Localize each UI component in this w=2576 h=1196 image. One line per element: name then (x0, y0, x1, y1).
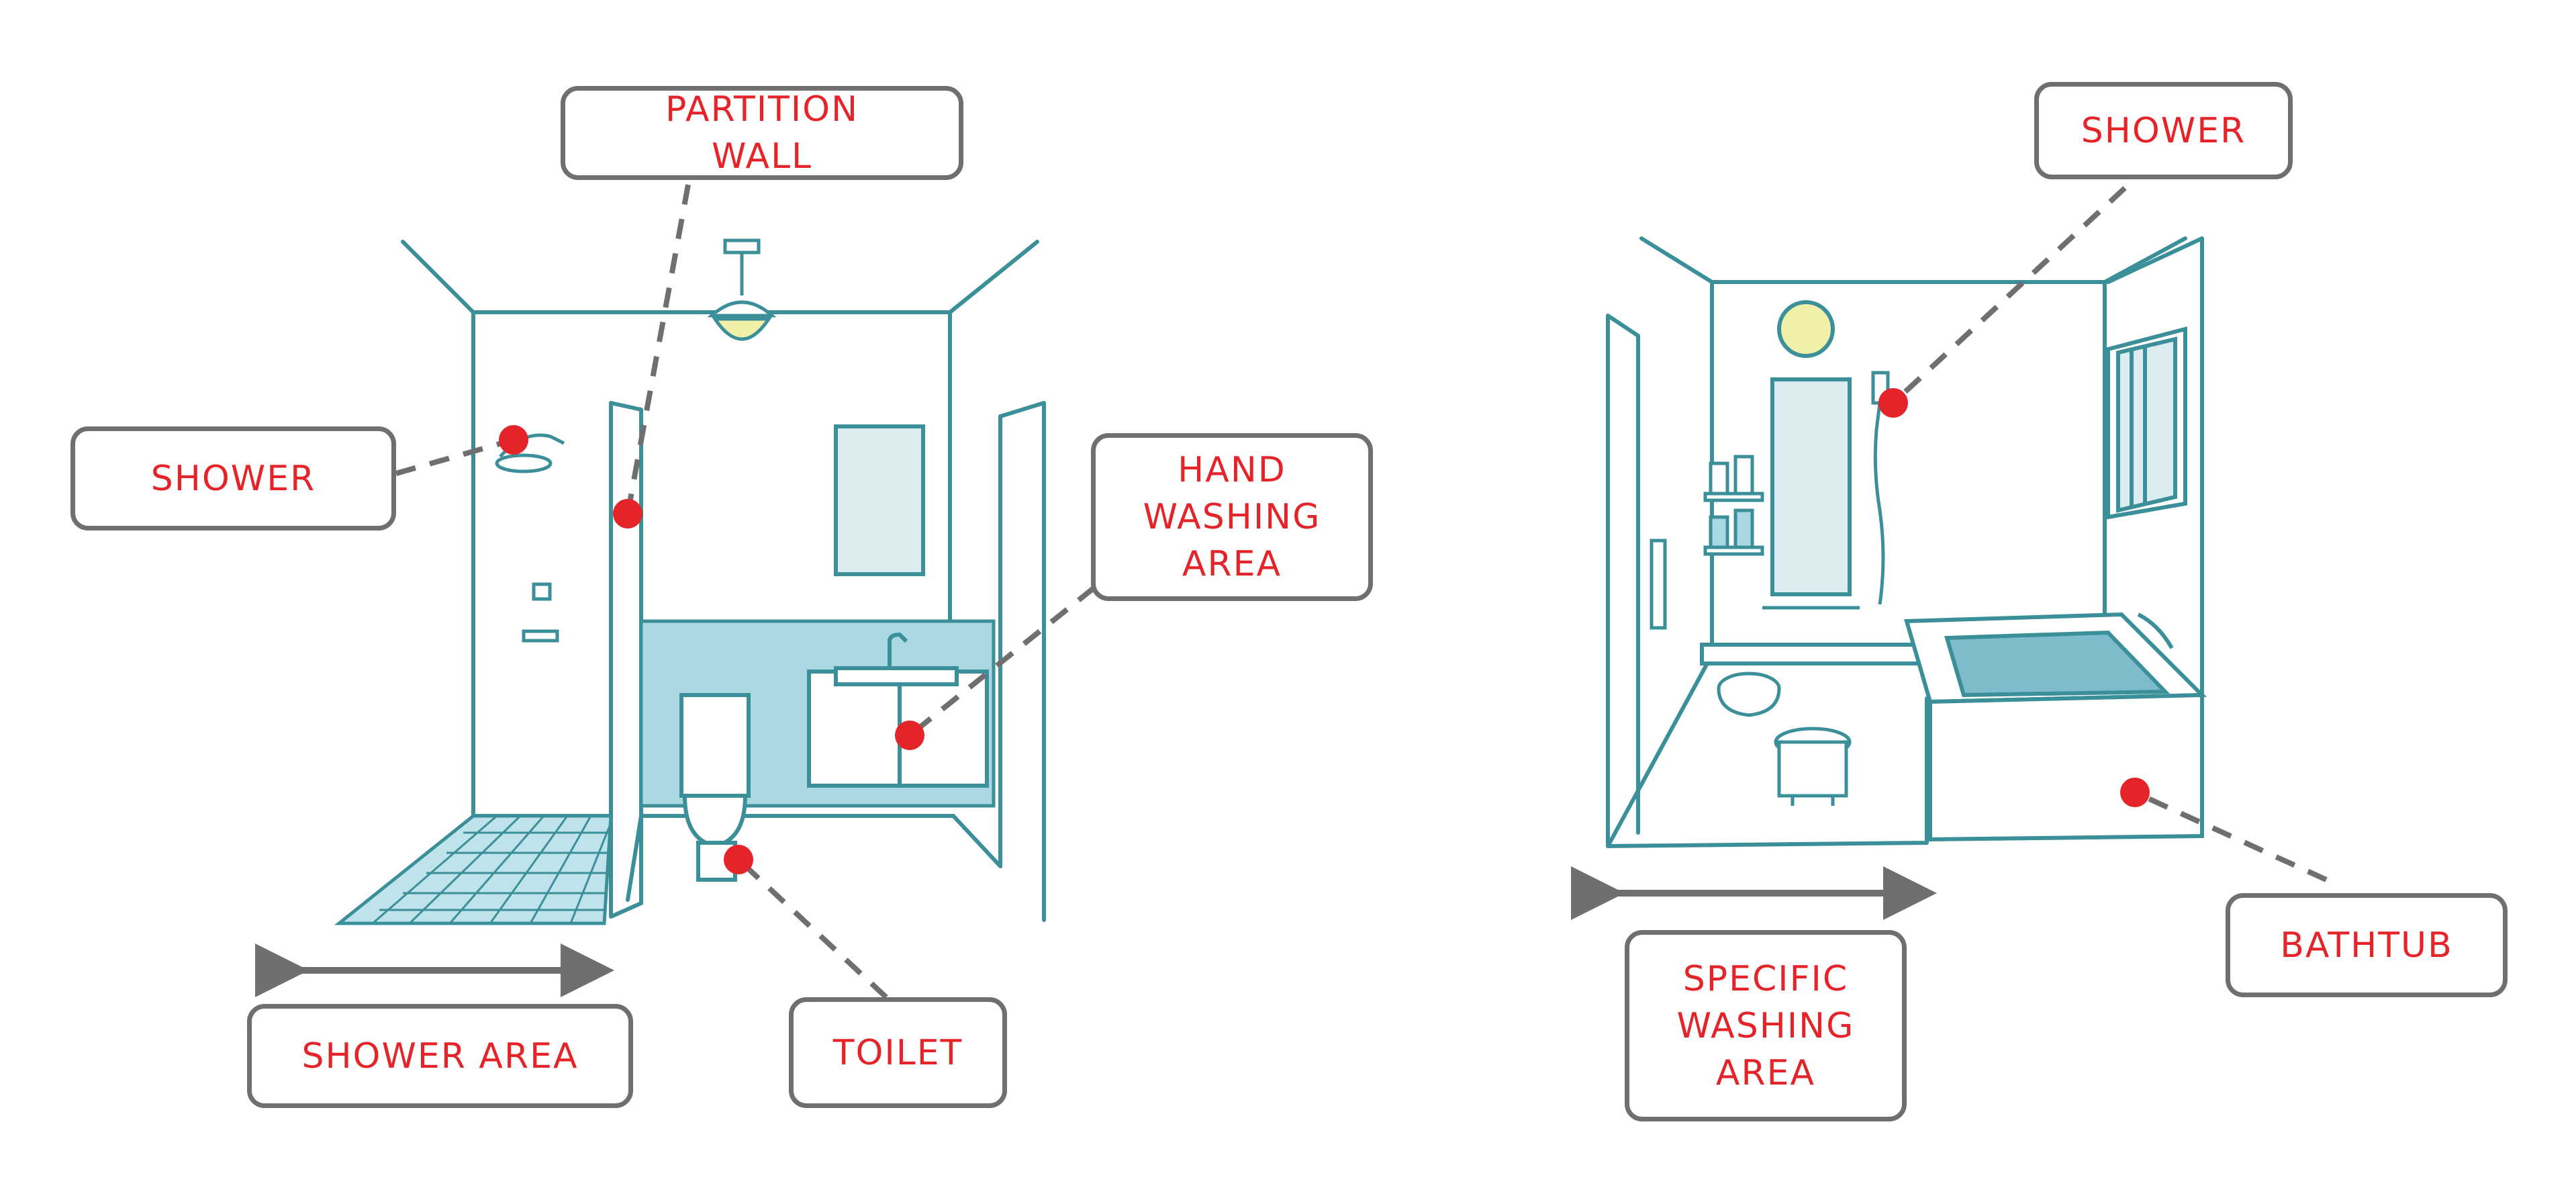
shower-floor-tiles (334, 814, 613, 925)
location-markers (499, 388, 2150, 874)
span-arrows (255, 866, 1937, 997)
left-shower-fixtures (495, 433, 565, 643)
ceiling-lamp (707, 238, 777, 341)
label-left-shower: SHOWER (70, 426, 396, 531)
right-counter (1700, 643, 1925, 665)
right-stool-basin (1717, 672, 1852, 806)
marker-hand-washing (895, 721, 924, 750)
marker-partition-wall (613, 499, 642, 528)
label-toilet: TOILET (789, 997, 1007, 1108)
label-hand-washing-area: HAND WASHING AREA (1091, 433, 1373, 601)
right-window (2106, 326, 2187, 520)
marker-right-shower (1878, 388, 1908, 418)
label-partition-wall: PARTITION WALL (561, 86, 963, 180)
right-bathroom-sketch (1606, 236, 2204, 848)
leader-lines (395, 184, 2328, 999)
label-specific-washing-area: SPECIFIC WASHING AREA (1625, 930, 1907, 1121)
right-mirror (1770, 377, 1852, 596)
marker-bathtub (2120, 778, 2150, 807)
left-bathroom-sketch (401, 240, 1046, 922)
label-shower-area: SHOWER AREA (247, 1004, 633, 1108)
label-bathtub: BATHTUB (2226, 893, 2508, 997)
marker-left-shower (499, 425, 528, 455)
left-mirror (834, 424, 925, 576)
right-shelf-bottles (1650, 455, 1764, 630)
label-right-shower: SHOWER (2034, 82, 2293, 179)
marker-toilet (724, 845, 753, 874)
right-round-lamp (1777, 300, 1835, 358)
